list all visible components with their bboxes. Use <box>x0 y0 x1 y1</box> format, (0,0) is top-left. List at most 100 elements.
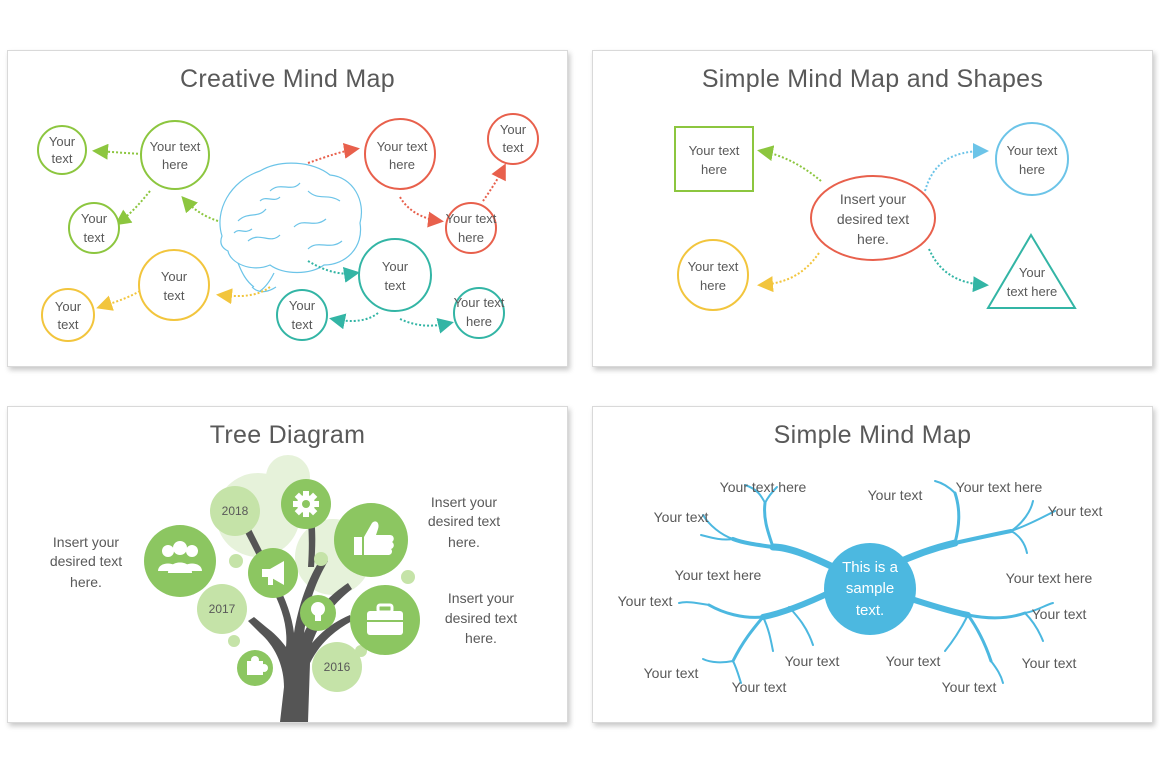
slide-title: Simple Mind Map <box>773 421 972 449</box>
creative-mind-map-diagram: Your text here Your text Your text Your … <box>37 113 539 342</box>
node-text: Your text <box>446 211 497 226</box>
node-text: text <box>385 278 406 293</box>
node-circle <box>276 289 328 341</box>
year-circle <box>312 642 362 692</box>
node-circle <box>41 288 95 342</box>
node-circle <box>68 202 120 254</box>
right-text-top: desired text <box>428 513 500 529</box>
node-circle <box>677 239 749 311</box>
node-text: Your text <box>688 259 739 274</box>
node-text: Your <box>500 122 527 137</box>
node-circle <box>445 202 497 254</box>
right-text-top: Insert your <box>431 494 497 510</box>
node-text: text <box>52 151 73 166</box>
node-text: here <box>466 314 492 329</box>
branch-label: Your text <box>1048 503 1103 519</box>
tree-diagram: 2018 2017 2016 Insert your desired text … <box>50 455 517 722</box>
node-text: Your <box>382 259 409 274</box>
branch-label: Your text <box>618 593 673 609</box>
right-text-bottom: desired text <box>445 610 517 626</box>
node-text: here <box>701 162 727 177</box>
node-text: text <box>58 317 79 332</box>
slide-tree-diagram[interactable]: Tree Diagram <box>7 406 568 723</box>
branch-label: Your text here <box>1006 570 1093 586</box>
node-circle <box>364 118 436 190</box>
year-label: 2016 <box>324 660 351 674</box>
node-text: text <box>164 288 185 303</box>
brain-icon <box>219 162 362 293</box>
node-text: Your <box>161 269 188 284</box>
lightbulb-icon <box>311 602 325 621</box>
year-circle <box>197 584 247 634</box>
center-text: desired text <box>837 211 909 227</box>
left-text: desired text <box>50 553 122 569</box>
year-circle <box>210 486 260 536</box>
right-text-bottom: here. <box>465 630 497 646</box>
slide-title: Tree Diagram <box>209 421 366 449</box>
center-text: Insert your <box>840 191 906 207</box>
branch-label: Your text <box>1022 655 1077 671</box>
node-text: text <box>292 317 313 332</box>
triangle-shape <box>986 233 1077 309</box>
node-text: Your text <box>689 143 740 158</box>
gear-icon <box>293 491 319 517</box>
node-text: text <box>84 230 105 245</box>
center-text: This is a <box>842 559 899 576</box>
branch-label: Your text <box>942 679 997 695</box>
node-text: here <box>700 278 726 293</box>
node-text: Your text <box>454 295 505 310</box>
slide-creative-mind-map[interactable]: Creative Mind Map <box>7 50 568 367</box>
branch-label: Your text <box>1032 606 1087 622</box>
briefcase-icon <box>367 603 403 635</box>
right-text-top: here. <box>448 534 480 550</box>
node-text: Your <box>1019 265 1046 280</box>
node-circle <box>358 238 432 312</box>
slide-simple-mind-map[interactable]: Simple Mind Map <box>592 406 1153 723</box>
branch-label: Your text <box>732 679 787 695</box>
node-circle <box>995 122 1069 196</box>
square-shape <box>674 126 754 192</box>
megaphone-icon <box>262 561 284 585</box>
node-text: Your text <box>150 139 201 154</box>
slide-mind-map-shapes[interactable]: Simple Mind Map and Shapes Insert your d… <box>592 50 1153 367</box>
node-circle <box>138 249 210 321</box>
branch-label: Your text here <box>956 479 1043 495</box>
node-text: Your text <box>1007 143 1058 158</box>
year-label: 2017 <box>209 602 236 616</box>
node-circle <box>487 113 539 165</box>
node-text: Your <box>55 299 82 314</box>
node-text: Your <box>81 211 108 226</box>
slide-title: Simple Mind Map and Shapes <box>701 65 1044 93</box>
right-text-bottom: Insert your <box>448 590 514 606</box>
group-icon <box>158 541 202 573</box>
left-text: Insert your <box>53 534 119 550</box>
branch-label: Your text <box>868 487 923 503</box>
node-circle <box>37 125 87 175</box>
left-text: here. <box>70 574 102 590</box>
node-text: Your <box>49 134 76 149</box>
branch-label: Your text here <box>720 479 807 495</box>
tree-trunk <box>248 557 352 722</box>
group-circle <box>144 525 216 597</box>
node-circle <box>453 287 505 339</box>
puzzle-icon <box>247 656 268 675</box>
center-circle <box>824 543 916 635</box>
year-label: 2018 <box>222 504 249 518</box>
node-text: Your <box>289 298 316 313</box>
simple-mind-map-diagram: This is a sample text. Your text here Yo… <box>618 479 1103 695</box>
center-text: sample <box>846 580 894 597</box>
branch-label: Your text <box>644 665 699 681</box>
node-text: text <box>503 140 524 155</box>
thumbs-up-icon <box>354 521 394 555</box>
node-text: here <box>162 157 188 172</box>
branch-label: Your text <box>785 653 840 669</box>
branch-label: Your text here <box>675 567 762 583</box>
center-text: text. <box>856 602 884 619</box>
slide-title: Creative Mind Map <box>180 65 395 93</box>
node-text: here <box>458 230 484 245</box>
branch-label: Your text <box>654 509 709 525</box>
mind-map-shapes-diagram: Insert your desired text here. Your text… <box>674 122 1077 311</box>
node-text: text here <box>1007 284 1058 299</box>
center-ellipse <box>810 175 936 261</box>
node-text: here <box>389 157 415 172</box>
